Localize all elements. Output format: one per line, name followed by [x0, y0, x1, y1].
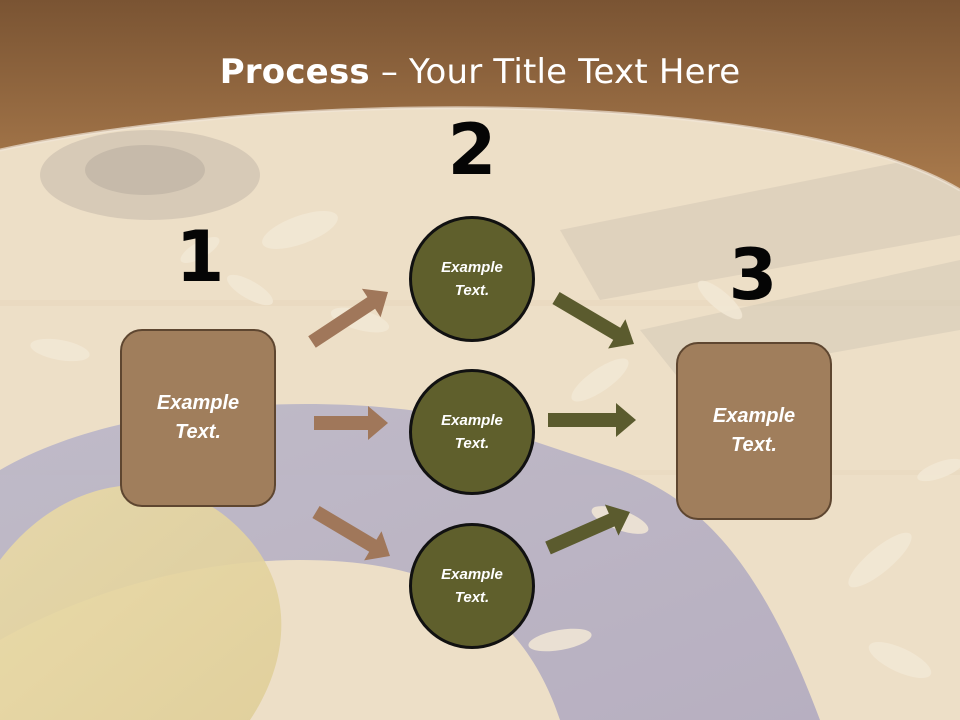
step-number-2: 2: [447, 109, 497, 191]
box-right-text: Example Text.: [712, 405, 796, 456]
box-left-text: Example Text.: [156, 392, 240, 443]
circle-middle: Example Text.: [409, 369, 535, 495]
step-box-left: Example Text.: [120, 329, 276, 507]
title-rest: – Your Title Text Here: [369, 52, 741, 92]
circle-bottom-text: Example Text.: [441, 565, 503, 606]
step-box-right: Example Text.: [676, 342, 832, 520]
circle-top-text: Example Text.: [441, 258, 503, 299]
circle-top: Example Text.: [409, 216, 535, 342]
circle-middle-text: Example Text.: [441, 411, 503, 452]
step-number-3: 3: [728, 234, 778, 316]
circle-bottom: Example Text.: [409, 523, 535, 649]
title-bold: Process: [219, 52, 370, 92]
step-number-1: 1: [175, 216, 225, 298]
slide-title: Process – Your Title Text Here: [0, 52, 960, 92]
